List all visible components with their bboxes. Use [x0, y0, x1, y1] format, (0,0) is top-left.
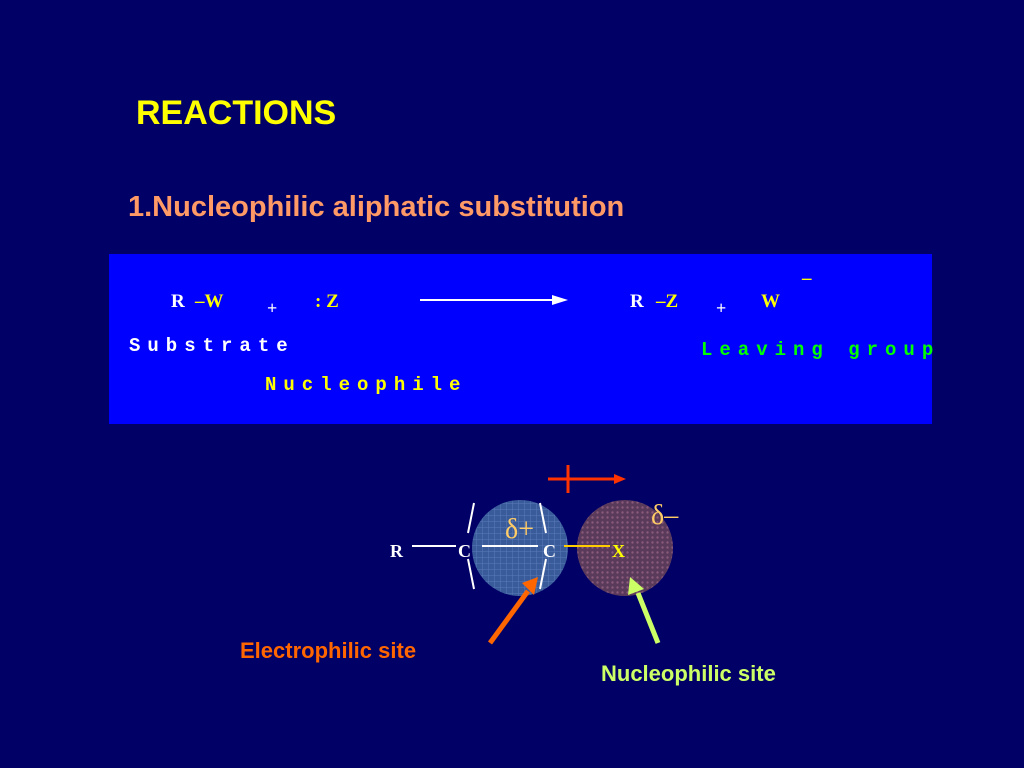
- atom-x: X: [612, 541, 625, 561]
- dipole-arrow: [548, 465, 626, 493]
- slide-subtitle: 1.Nucleophilic aliphatic substitution: [128, 191, 625, 223]
- slide-title: REACTIONS: [136, 94, 337, 132]
- delta-plus: δ+: [505, 514, 534, 545]
- atom-c1: C: [458, 541, 471, 561]
- bonds: [412, 502, 547, 590]
- leaving-group-label: Leaving group: [701, 339, 941, 361]
- nucleophile-label: Nucleophile: [265, 374, 468, 396]
- nucleophile-z: : Z: [315, 291, 339, 312]
- nucleophilic-site-label: Nucleophilic site: [601, 661, 776, 686]
- reaction-arrow: [420, 295, 568, 305]
- nucleophilic-region: [577, 500, 673, 596]
- atom-r: R: [390, 541, 403, 561]
- reaction-equation-box: [109, 254, 932, 424]
- negative-charge: –: [802, 268, 812, 289]
- atom-c2: C: [543, 541, 556, 561]
- delta-minus: δ–: [651, 500, 679, 531]
- nucleophilic-pointer: [628, 577, 661, 644]
- electrophilic-site-label: Electrophilic site: [240, 638, 417, 663]
- reactant-r: R: [171, 291, 185, 312]
- reactant-w: –W: [195, 291, 224, 312]
- product-r: R: [630, 291, 644, 312]
- substrate-label: Substrate: [129, 335, 295, 357]
- electrophilic-pointer: [487, 577, 538, 645]
- product-z: –Z: [656, 291, 679, 312]
- molecule-diagram: [412, 465, 673, 596]
- plus-sign-2: +: [716, 298, 727, 318]
- plus-sign-1: +: [267, 298, 278, 318]
- leaving-w: W: [761, 291, 780, 312]
- pointer-arrows: [487, 577, 661, 645]
